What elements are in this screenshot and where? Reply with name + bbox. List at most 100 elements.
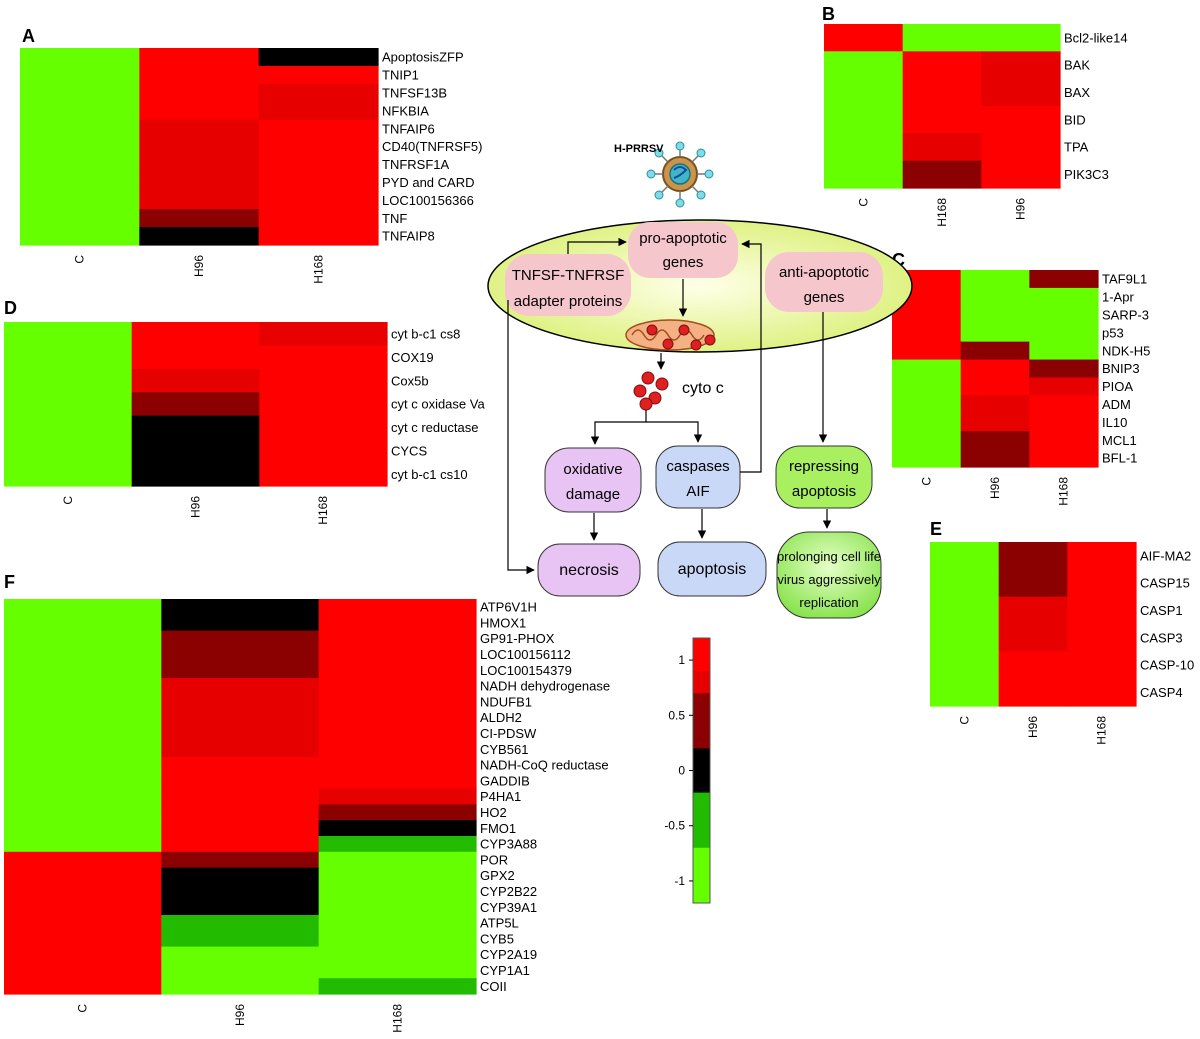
color-scale-segment <box>693 814 710 827</box>
heatmap-cell <box>1067 651 1137 680</box>
heatmap-cell <box>4 630 162 647</box>
heatmap-cell <box>4 867 162 884</box>
heatmap-cell <box>892 413 962 432</box>
row-label: BFL-1 <box>1102 451 1137 466</box>
heatmap-cell <box>161 772 320 790</box>
heatmap-cell <box>4 978 162 995</box>
heatmap-cell <box>1067 596 1137 625</box>
heatmap-cell <box>259 392 388 417</box>
row-label: CASP3 <box>1140 630 1183 645</box>
heatmap-cell <box>318 946 477 963</box>
heatmap-cell <box>902 24 982 52</box>
heatmap-cell <box>892 341 962 361</box>
heatmap-cell <box>258 65 379 85</box>
row-label: BAX <box>1064 85 1090 100</box>
row-label: cyt c oxidase Va <box>391 397 485 412</box>
row-label: GADDIB <box>480 773 530 788</box>
row-label: PYD and CARD <box>382 175 474 190</box>
heatmap-cell <box>318 962 477 979</box>
heatmap-cell <box>161 836 320 853</box>
heatmap-cell <box>1029 359 1099 379</box>
caspases-line2: AIF <box>686 483 709 500</box>
heatmap-cell <box>4 915 162 932</box>
heatmap-cell <box>930 678 1000 707</box>
heatmap-cell <box>1067 624 1137 652</box>
heatmap-cell <box>1029 377 1099 396</box>
heatmap-cell <box>259 462 388 487</box>
row-label: NDK-H5 <box>1102 343 1150 358</box>
heatmap-cell <box>902 78 982 107</box>
necrosis-box <box>537 543 641 597</box>
row-label: TNFSF13B <box>382 85 447 100</box>
heatmap-cell <box>131 439 260 464</box>
heatmap-cell <box>1029 395 1099 414</box>
heatmap-cell <box>258 209 379 228</box>
row-label: CI-PDSW <box>480 726 537 741</box>
heatmap-cell <box>4 322 133 347</box>
heatmap-cell <box>824 78 904 107</box>
row-label: TNIP1 <box>382 68 419 83</box>
pro-apoptotic-line1: pro-apoptotic <box>639 230 727 247</box>
heatmap-cell <box>139 48 260 67</box>
heatmap-cell <box>892 431 962 450</box>
column-label: H96 <box>988 477 1002 499</box>
heatmap-cell <box>998 542 1068 570</box>
heatmap-cell <box>318 725 477 742</box>
heatmap-cell <box>318 630 477 647</box>
heatmap-cell <box>258 173 379 192</box>
virus-label: H-PRRSV <box>614 143 664 155</box>
heatmap-cell <box>4 725 162 742</box>
column-label: C <box>61 496 75 505</box>
heatmap-cell <box>1029 341 1099 361</box>
heatmap-cell <box>4 368 133 393</box>
heatmap-cell <box>4 899 162 916</box>
heatmap-cell <box>1029 270 1099 289</box>
heatmap-cell <box>892 449 962 468</box>
heatmap-cell <box>4 962 162 979</box>
heatmap-cell <box>960 413 1030 432</box>
heatmap-cell <box>318 646 477 663</box>
heatmap-cell <box>4 614 162 632</box>
row-label: MCL1 <box>1102 433 1137 448</box>
heatmap-cell <box>981 51 1061 80</box>
heatmap-cell <box>318 614 477 632</box>
heatmap-cell <box>161 820 320 837</box>
heatmap-cell <box>161 930 320 948</box>
row-label: CD40(TNFRSF5) <box>382 139 482 154</box>
heatmap-cell <box>4 345 133 370</box>
heatmap-cell <box>161 599 320 616</box>
heatmap-cell <box>4 820 162 837</box>
color-scale-tick-label: -0.5 <box>664 819 685 833</box>
panel-letter-e: E <box>930 519 942 539</box>
heatmap-cell <box>4 836 162 853</box>
color-scale-segment <box>693 847 710 860</box>
row-label: ALDH2 <box>480 710 522 725</box>
row-label: CYB5 <box>480 931 514 946</box>
heatmap-cell <box>259 345 388 370</box>
heatmap-cell <box>20 209 140 228</box>
heatmap-cell <box>998 624 1068 652</box>
apoptosis-label: apoptosis <box>678 561 747 578</box>
heatmap-cell <box>892 377 962 396</box>
row-label: ATP5L <box>480 916 519 931</box>
row-label: LOC100154379 <box>480 663 572 678</box>
heatmap-cell <box>892 305 962 325</box>
row-label: ApoptosisZFP <box>382 50 464 65</box>
prolonging-box <box>776 531 882 619</box>
heatmap-cell <box>318 788 477 805</box>
prolonging-line1: prolonging cell life <box>777 549 881 564</box>
heatmap-cell <box>161 899 320 916</box>
prolonging-line3: replication <box>799 595 858 610</box>
heatmap-cell <box>258 101 379 121</box>
row-label: COII <box>480 979 507 994</box>
heatmap-cell <box>998 569 1068 598</box>
heatmap-cell <box>4 678 162 695</box>
heatmap-cell <box>139 173 260 192</box>
heatmap-cell <box>1067 569 1137 598</box>
column-label: H168 <box>311 255 325 284</box>
heatmap-cell <box>258 137 379 157</box>
heatmap-cell <box>20 65 140 85</box>
heatmap-cell <box>4 599 162 616</box>
repressing-apoptosis-box <box>775 445 873 509</box>
heatmap-cell <box>960 270 1030 289</box>
